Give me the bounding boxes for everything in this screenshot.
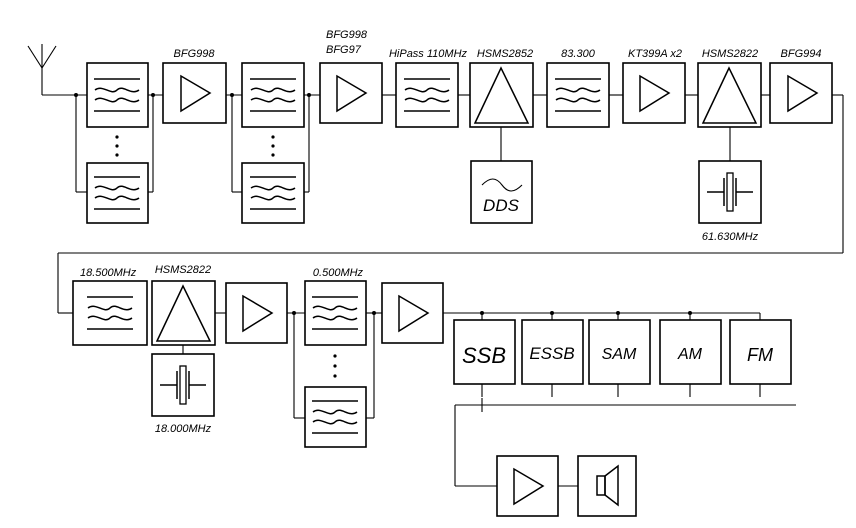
demod-am: AM [659,319,722,385]
mixer-1 [469,62,534,128]
demod-sam-label: SAM [602,346,637,363]
amp4-label: BFG994 [781,48,822,60]
amplifier-3 [622,62,686,124]
junction-dot [616,311,620,315]
mixer-3 [151,280,216,346]
demod-ssb-label: SSB [462,343,506,368]
crystal-2 [151,353,215,417]
filter-bank-1 [86,62,149,224]
demod-essb: ESSB [521,319,584,385]
antenna-icon [27,44,57,95]
demod-fm-label: FM [747,345,773,365]
demod-fm: FM [729,319,792,385]
demod-ssb: SSB [453,319,516,385]
mixer-2 [697,62,762,128]
demod-sam: SAM [588,319,651,385]
amp2-label-line2: BFG97 [326,44,362,56]
hipass-filter [395,62,459,128]
junction-dot [550,311,554,315]
dds-label: DDS [483,196,520,215]
junction-dot [688,311,692,315]
junction-dot [480,311,484,315]
junction-dot [307,93,311,97]
junction-dot [372,311,376,315]
mixer2-label: HSMS2822 [702,48,758,60]
row2-wires [182,312,796,487]
hipass-label: HiPass 110MHz [389,48,468,60]
amplifier-5 [225,282,288,344]
filter-bank-3 [304,280,367,448]
amplifier-4 [769,62,833,124]
crystal-1 [698,160,762,224]
junction-dot [151,93,155,97]
speaker-icon [577,455,637,517]
junction-dot [292,311,296,315]
mixer1-label: HSMS2852 [477,48,533,60]
filter-bank-2 [241,62,305,224]
xtal1-label: 61.630MHz [702,231,759,243]
amplifier-6 [381,282,444,344]
filter-83-label: 83.300 [561,48,596,60]
junction-dot [230,93,234,97]
filter-83 [546,62,610,128]
row1-wires [42,94,844,314]
amp2-label-line1: BFG998 [326,29,368,41]
amplifier-2 [319,62,383,124]
audio-amplifier [496,455,559,517]
filter-18-5-label: 18.500MHz [80,267,137,279]
amp3-label: KT399A x2 [628,48,682,60]
filter-0-5-label: 0.500MHz [313,267,364,279]
demod-essb-label: ESSB [529,344,574,363]
filter-18-5 [72,280,148,346]
amplifier-1 [162,62,227,124]
amp1-label: BFG998 [174,48,216,60]
xtal2-label: 18.000MHz [155,423,212,435]
dds-oscillator: DDS [470,160,533,224]
mixer3-label: HSMS2822 [155,264,211,276]
demod-am-label: AM [677,346,703,363]
junction-dot [74,93,78,97]
